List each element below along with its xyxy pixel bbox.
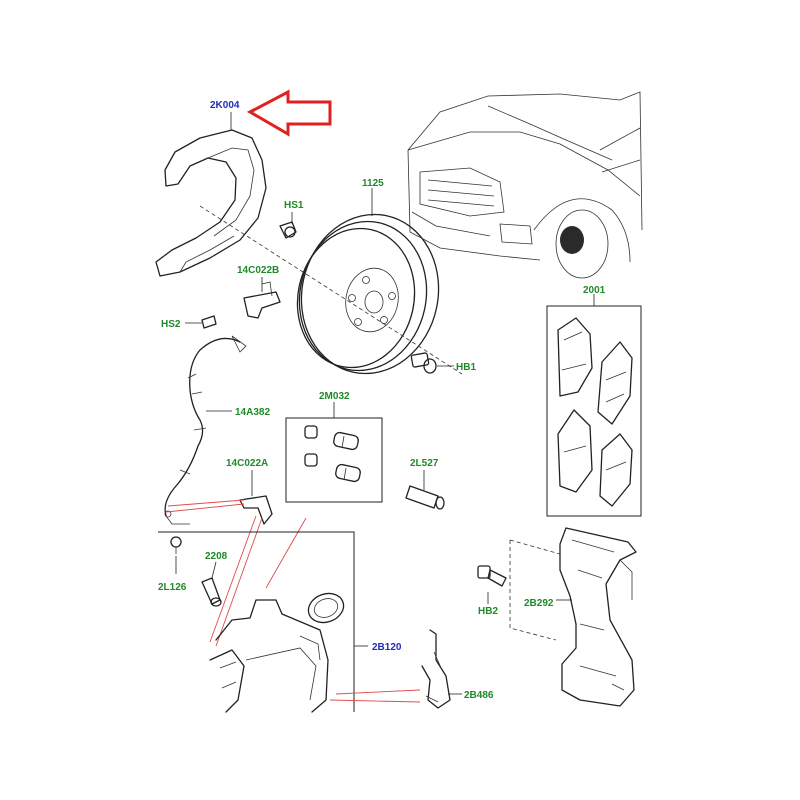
sensor-bolt [170,536,182,574]
label-2001: 2001 [583,285,606,296]
label-1125: 1125 [362,178,384,189]
abs-sensor [201,561,222,607]
label-2208: 2208 [205,551,228,562]
label-2l527: 2L527 [410,458,439,469]
label-2b120: 2B120 [372,642,402,653]
label-2m032: 2M032 [319,391,350,402]
brake-disc [296,188,440,375]
hs2-bolt [185,315,217,329]
highlight-arrow-icon [246,89,332,137]
label-2b486: 2B486 [464,690,494,701]
label-2l126: 2L126 [158,582,187,593]
brake-pad-kit [546,294,642,517]
label-14c022b: 14C022B [237,265,279,276]
hs1-bolt [279,212,297,239]
lower-sensor-bracket [165,470,307,647]
caliper-carrier [509,527,637,707]
guide-pin [405,470,445,510]
label-hb2: HB2 [478,606,498,617]
caliper-spring-clip [421,629,462,709]
guide-pin-kit [285,402,383,503]
hb1-bolt [410,352,454,374]
label-hb1: HB1 [456,362,476,373]
splash-shield [155,112,267,277]
upper-sensor-bracket [243,277,281,319]
label-2b292: 2B292 [524,598,554,609]
label-hs2: HS2 [161,319,181,330]
brake-caliper [158,531,421,713]
label-14a382: 14A382 [235,407,270,418]
label-14c022a: 14C022A [226,458,268,469]
carrier-bolt [477,565,507,604]
label-2k004: 2K004 [210,100,240,111]
vehicle-front-sketch [407,91,643,279]
sensor-wire [164,335,247,525]
label-hs1: HS1 [284,200,304,211]
